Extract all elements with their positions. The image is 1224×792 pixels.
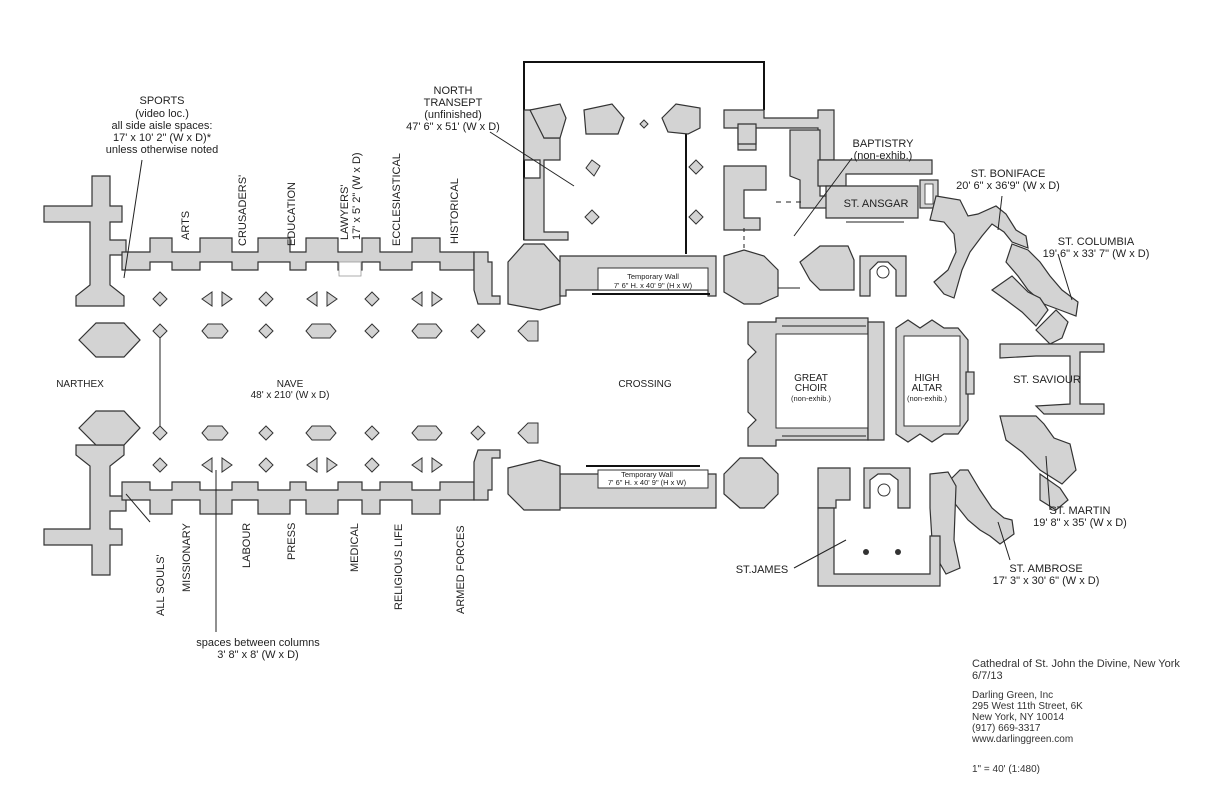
company-phone: (917) 669-3317 (972, 723, 1041, 734)
label-armed-forces: ARMED FORCES (455, 525, 467, 614)
north-transept (507, 61, 765, 311)
label-st-columbia: ST. COLUMBIA (1058, 236, 1135, 248)
label-sports: SPORTS (139, 95, 184, 107)
svg-text:48' x 210' (W x D): 48' x 210' (W x D) (251, 390, 330, 401)
svg-text:17' 3" x 30' 6" (W x D): 17' 3" x 30' 6" (W x D) (993, 575, 1100, 587)
label-crusaders: CRUSADERS' (237, 175, 249, 246)
svg-text:TRANSEPT: TRANSEPT (424, 97, 483, 109)
svg-text:ALTAR: ALTAR (912, 383, 943, 394)
choir (747, 317, 975, 447)
plan-title: Cathedral of St. John the Divine, New Yo… (972, 658, 1180, 670)
company-name: Darling Green, Inc (972, 690, 1054, 701)
nave-columns (152, 291, 539, 473)
label-baptistry: BAPTISTRY (853, 138, 915, 150)
svg-text:(unfinished): (unfinished) (424, 109, 481, 121)
south-aisle-wall (121, 449, 501, 515)
baptistry-area (723, 109, 939, 305)
east-chapels-north (929, 195, 1105, 415)
svg-text:7' 6" H. x 40' 9" (H x W): 7' 6" H. x 40' 9" (H x W) (608, 478, 687, 487)
label-st-ansgar: ST. ANSGAR (844, 198, 909, 210)
label-lawyers: LAWYERS' (339, 185, 351, 240)
company-address-2: New York, NY 10014 (972, 712, 1065, 723)
svg-text:47' 6" x 51' (W x D): 47' 6" x 51' (W x D) (406, 121, 500, 133)
label-st-boniface: ST. BONIFACE (971, 168, 1046, 180)
crossing-walls (507, 255, 717, 511)
east-chapels-south (723, 415, 1077, 587)
scale-note: 1" = 40' (1:480) (972, 764, 1041, 775)
svg-text:20' 6" x 36'9" (W x D): 20' 6" x 36'9" (W x D) (956, 180, 1060, 192)
svg-text:(non-exhib.): (non-exhib.) (791, 394, 832, 403)
label-religious-life: RELIGIOUS LIFE (393, 524, 405, 610)
label-crossing: CROSSING (618, 379, 672, 390)
label-north-transept: NORTH (434, 85, 473, 97)
svg-text:19' 6" x 33' 7" (W x D): 19' 6" x 33' 7" (W x D) (1043, 248, 1150, 260)
label-st-saviour: ST. SAVIOUR (1013, 374, 1081, 386)
label-temp-wall-bottom: Temporary Wall (621, 470, 673, 479)
svg-text:CHOIR: CHOIR (795, 383, 827, 394)
svg-text:all side aisle spaces:: all side aisle spaces: (112, 120, 213, 132)
room-labels: SPORTS (video loc.) all side aisle space… (56, 85, 1149, 661)
leader-lines (123, 131, 1073, 632)
label-nave: NAVE (277, 379, 304, 390)
label-medical: MEDICAL (349, 523, 361, 572)
company-address-1: 295 West 11th Street, 6K (972, 701, 1083, 712)
label-high-altar: HIGH (915, 373, 940, 384)
svg-text:(video loc.): (video loc.) (135, 108, 189, 120)
label-press: PRESS (286, 523, 298, 560)
label-all-souls: ALL SOULS' (155, 554, 167, 616)
label-temp-wall-top: Temporary Wall (627, 272, 679, 281)
label-st-james: ST.JAMES (736, 564, 789, 576)
label-great-choir: GREAT (794, 373, 828, 384)
north-aisle-wall (121, 237, 501, 305)
svg-text:17' x 5' 2" (W x D): 17' x 5' 2" (W x D) (351, 152, 363, 240)
label-labour: LABOUR (241, 523, 253, 568)
label-missionary: MISSIONARY (181, 522, 193, 592)
company-web[interactable]: www.darlinggreen.com (972, 734, 1074, 745)
svg-text:7' 6" H. x 40' 9" (H x W): 7' 6" H. x 40' 9" (H x W) (614, 281, 693, 290)
west-front-walls (43, 175, 141, 576)
svg-text:unless otherwise noted: unless otherwise noted (106, 144, 219, 156)
svg-text:(non-exhib.): (non-exhib.) (907, 394, 948, 403)
title-block: Cathedral of St. John the Divine, New Yo… (972, 658, 1180, 682)
plan-date: 6/7/13 (972, 670, 1003, 682)
label-historical: HISTORICAL (449, 178, 461, 244)
label-ecclesiastical: ECCLESIASTICAL (391, 153, 403, 246)
svg-text:(non-exhib.): (non-exhib.) (854, 150, 913, 162)
label-st-martin: ST. MARTIN (1050, 505, 1111, 517)
svg-text:17' x 10' 2" (W x D)*: 17' x 10' 2" (W x D)* (113, 132, 212, 144)
svg-text:19' 8" x 35' (W x D): 19' 8" x 35' (W x D) (1033, 517, 1127, 529)
label-arts: ARTS (180, 211, 192, 240)
label-st-ambrose: ST. AMBROSE (1009, 563, 1082, 575)
label-education: EDUCATION (286, 182, 298, 246)
label-spaces-between: spaces between columns (196, 637, 320, 649)
svg-text:3' 8" x 8' (W x D): 3' 8" x 8' (W x D) (217, 649, 298, 661)
company-block: Darling Green, Inc 295 West 11th Street,… (972, 690, 1083, 745)
label-narthex: NARTHEX (56, 379, 104, 390)
